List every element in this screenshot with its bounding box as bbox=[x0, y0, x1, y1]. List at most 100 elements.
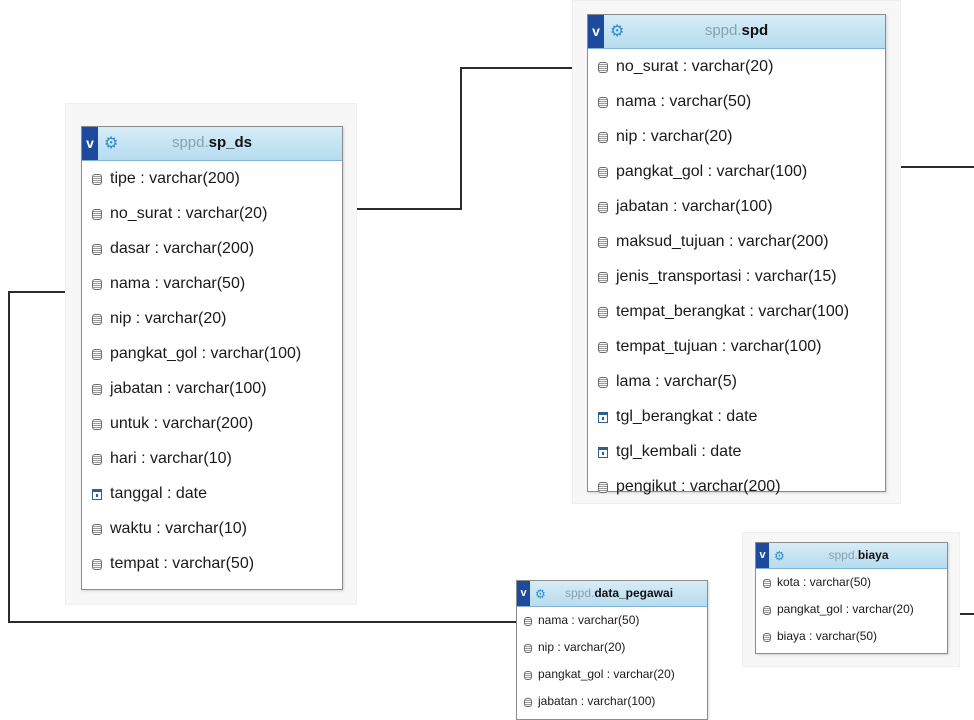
column-row[interactable]: tgl_kembali : date bbox=[588, 434, 885, 469]
column-row[interactable]: biaya : varchar(50) bbox=[756, 623, 947, 650]
column-label: tempat : varchar(50) bbox=[110, 555, 255, 572]
column-label: nip : varchar(20) bbox=[538, 640, 626, 654]
date-column-icon bbox=[598, 447, 608, 458]
column-row[interactable]: jabatan : varchar(100) bbox=[588, 189, 885, 224]
column-icon bbox=[763, 606, 771, 615]
column-label: tanggal : date bbox=[110, 485, 207, 502]
column-icon bbox=[92, 454, 102, 465]
column-label: tgl_berangkat : date bbox=[616, 408, 758, 425]
column-label: tgl_kembali : date bbox=[616, 443, 742, 460]
column-row[interactable]: waktu : varchar(10) bbox=[82, 511, 342, 546]
column-row[interactable]: tipe : varchar(200) bbox=[82, 161, 342, 196]
column-row[interactable]: untuk : varchar(200) bbox=[82, 406, 342, 441]
column-label: pangkat_gol : varchar(100) bbox=[616, 163, 808, 180]
column-row[interactable]: nip : varchar(20) bbox=[82, 301, 342, 336]
column-label: jabatan : varchar(100) bbox=[110, 380, 267, 397]
column-label: no_surat : varchar(20) bbox=[616, 58, 774, 75]
gear-icon[interactable]: ⚙ bbox=[104, 135, 119, 152]
column-label: hari : varchar(10) bbox=[110, 450, 232, 467]
column-row[interactable]: nama : varchar(50) bbox=[517, 607, 707, 634]
column-label: jabatan : varchar(100) bbox=[538, 694, 656, 708]
column-list: nama : varchar(50) nip : varchar(20) pangk… bbox=[517, 607, 707, 715]
column-label: jenis_transportasi : varchar(15) bbox=[616, 268, 837, 285]
column-icon bbox=[598, 482, 608, 493]
column-list: tipe : varchar(200)no_surat : varchar(20… bbox=[82, 161, 342, 581]
column-icon bbox=[524, 644, 532, 653]
column-row[interactable]: pengikut : varchar(200) bbox=[588, 469, 885, 504]
table-data_pegawai[interactable]: v ⚙ sppd.data_pegawai nama : varchar(50)… bbox=[516, 580, 708, 720]
column-row[interactable]: tgl_berangkat : date bbox=[588, 399, 885, 434]
column-icon bbox=[92, 209, 102, 220]
db-prefix: sppd. bbox=[828, 548, 858, 562]
column-icon bbox=[92, 349, 102, 360]
table-name: biaya bbox=[857, 548, 889, 562]
column-icon bbox=[524, 698, 532, 707]
column-label: maksud_tujuan : varchar(200) bbox=[616, 233, 829, 250]
table-biaya[interactable]: v ⚙ sppd.biaya kota : varchar(50) pangkat… bbox=[755, 542, 948, 654]
table-name: sp_ds bbox=[208, 134, 253, 151]
column-row[interactable]: no_surat : varchar(20) bbox=[82, 196, 342, 231]
column-row[interactable]: tanggal : date bbox=[82, 476, 342, 511]
column-row[interactable]: nip : varchar(20) bbox=[517, 634, 707, 661]
column-label: waktu : varchar(10) bbox=[110, 520, 247, 537]
column-row[interactable]: nip : varchar(20) bbox=[588, 119, 885, 154]
db-prefix: sppd. bbox=[704, 22, 742, 39]
column-label: nip : varchar(20) bbox=[110, 310, 227, 327]
gear-icon[interactable]: ⚙ bbox=[535, 587, 546, 601]
db-prefix: sppd. bbox=[564, 586, 595, 600]
column-icon bbox=[598, 307, 608, 318]
column-label: nama : varchar(50) bbox=[616, 93, 752, 110]
column-row[interactable]: dasar : varchar(200) bbox=[82, 231, 342, 266]
column-row[interactable]: nama : varchar(50) bbox=[82, 266, 342, 301]
toggle-v-button[interactable]: v bbox=[82, 127, 98, 160]
column-row[interactable]: pangkat_gol : varchar(20) bbox=[517, 661, 707, 688]
column-label: pangkat_gol : varchar(20) bbox=[777, 602, 914, 616]
column-label: jabatan : varchar(100) bbox=[616, 198, 773, 215]
column-icon bbox=[92, 279, 102, 290]
table-header-sp_ds[interactable]: v ⚙ sppd.sp_ds bbox=[82, 127, 342, 161]
column-icon bbox=[598, 342, 608, 353]
column-row[interactable]: maksud_tujuan : varchar(200) bbox=[588, 224, 885, 259]
column-icon bbox=[598, 237, 608, 248]
column-row[interactable]: pangkat_gol : varchar(100) bbox=[588, 154, 885, 189]
column-label: pengikut : varchar(200) bbox=[616, 478, 781, 495]
column-icon bbox=[598, 62, 608, 73]
column-row[interactable]: jabatan : varchar(100) bbox=[82, 371, 342, 406]
toggle-v-button[interactable]: v bbox=[517, 581, 530, 606]
column-row[interactable]: kota : varchar(50) bbox=[756, 569, 947, 596]
column-label: pangkat_gol : varchar(100) bbox=[110, 345, 302, 362]
table-spd[interactable]: v ⚙ sppd.spd no_surat : varchar(20) nama … bbox=[587, 14, 886, 495]
column-row[interactable]: no_surat : varchar(20) bbox=[588, 49, 885, 84]
column-row[interactable]: hari : varchar(10) bbox=[82, 441, 342, 476]
gear-icon[interactable]: ⚙ bbox=[774, 549, 785, 563]
column-row[interactable]: lama : varchar(5) bbox=[588, 364, 885, 399]
column-label: nama : varchar(50) bbox=[538, 613, 640, 627]
column-icon bbox=[92, 244, 102, 255]
column-row[interactable]: tempat_tujuan : varchar(100) bbox=[588, 329, 885, 364]
toggle-v-button[interactable]: v bbox=[756, 543, 769, 568]
column-row[interactable]: jenis_transportasi : varchar(15) bbox=[588, 259, 885, 294]
column-label: untuk : varchar(200) bbox=[110, 415, 254, 432]
column-row[interactable]: tempat_berangkat : varchar(100) bbox=[588, 294, 885, 329]
date-column-icon bbox=[92, 489, 102, 500]
column-row[interactable]: pangkat_gol : varchar(100) bbox=[82, 336, 342, 371]
column-row[interactable]: nama : varchar(50) bbox=[588, 84, 885, 119]
table-header-spd[interactable]: v ⚙ sppd.spd bbox=[588, 15, 885, 49]
column-icon bbox=[598, 202, 608, 213]
column-icon bbox=[598, 377, 608, 388]
table-header-biaya[interactable]: v ⚙ sppd.biaya bbox=[756, 543, 947, 569]
table-header-data_pegawai[interactable]: v ⚙ sppd.data_pegawai bbox=[517, 581, 707, 607]
column-row[interactable]: tempat : varchar(50) bbox=[82, 546, 342, 581]
column-row[interactable]: pangkat_gol : varchar(20) bbox=[756, 596, 947, 623]
column-icon bbox=[598, 132, 608, 143]
db-prefix: sppd. bbox=[171, 134, 209, 151]
column-row[interactable]: jabatan : varchar(100) bbox=[517, 688, 707, 715]
table-title: sppd.sp_ds bbox=[172, 134, 252, 151]
date-column-icon bbox=[598, 412, 608, 423]
column-icon bbox=[92, 314, 102, 325]
toggle-v-button[interactable]: v bbox=[588, 15, 604, 48]
table-sp_ds[interactable]: v ⚙ sppd.sp_ds tipe : varchar(200)no_sur… bbox=[81, 126, 343, 590]
gear-icon[interactable]: ⚙ bbox=[610, 23, 625, 40]
column-label: nip : varchar(20) bbox=[616, 128, 733, 145]
column-icon bbox=[92, 559, 102, 570]
